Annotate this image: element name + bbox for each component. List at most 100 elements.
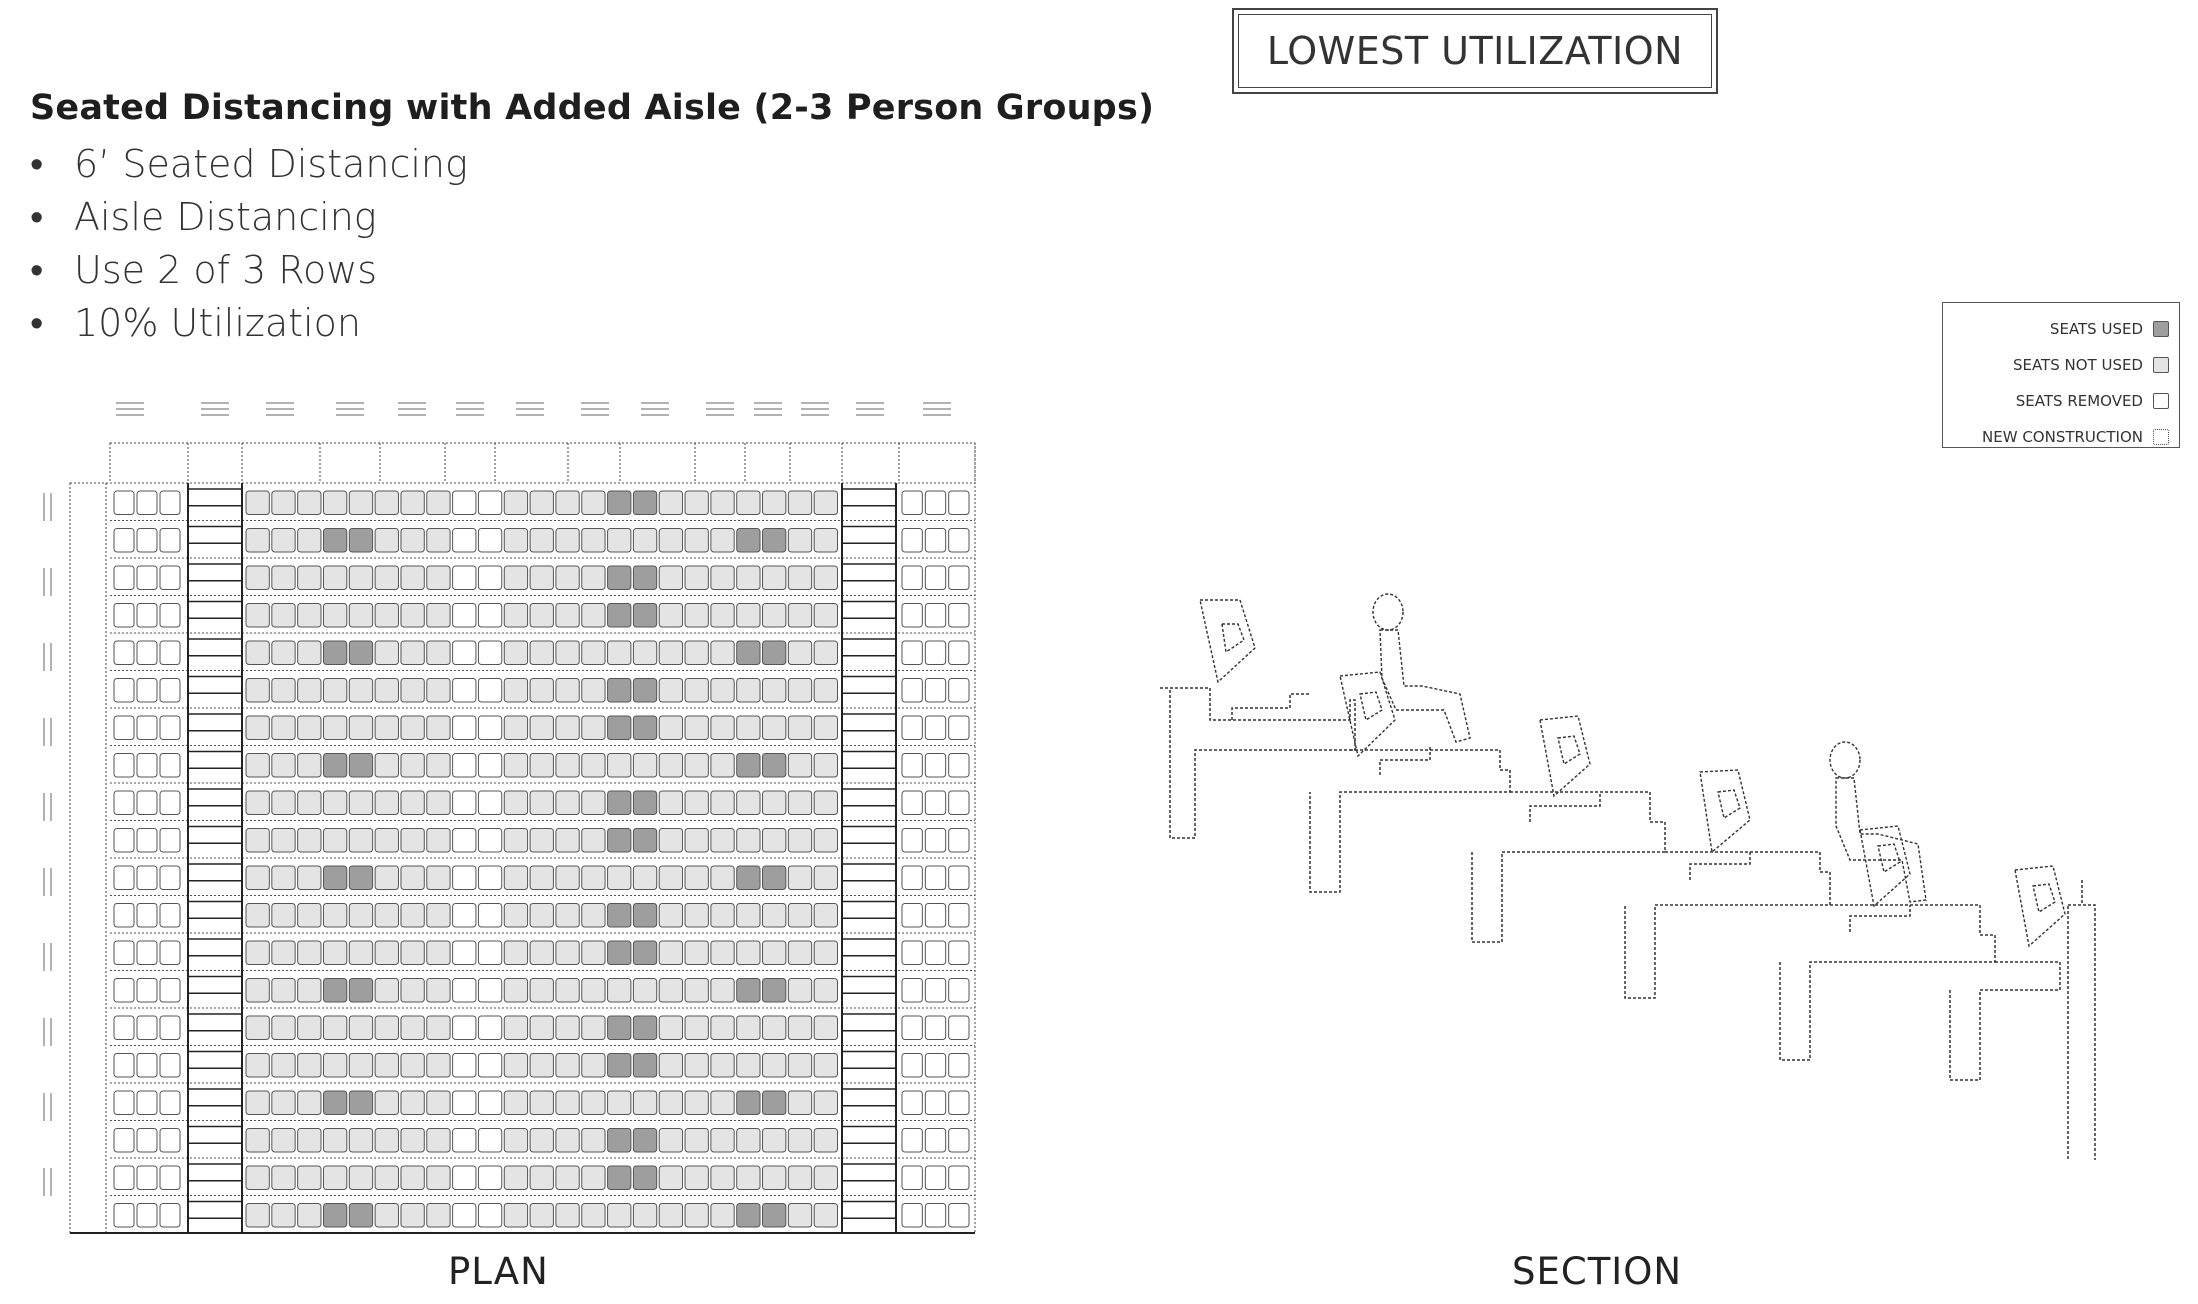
seat-not-used — [400, 940, 425, 965]
seat-not-used — [322, 940, 348, 965]
seat-not-used — [503, 715, 529, 740]
seat-not-used — [297, 678, 322, 703]
legend-item-new-construction: NEW CONSTRUCTION — [1943, 419, 2169, 455]
seat-not-used — [787, 865, 813, 890]
riser-structure — [1471, 791, 1666, 943]
seat-not-used — [503, 1015, 529, 1040]
seat-removed — [924, 1165, 947, 1190]
seat-removed — [159, 1128, 181, 1153]
seat-not-used — [736, 828, 761, 853]
seat-removed — [452, 1090, 477, 1115]
seat-not-used — [555, 1053, 580, 1078]
seat-removed — [477, 490, 503, 515]
seat-not-used — [581, 1090, 606, 1115]
seat-removed — [136, 1053, 158, 1078]
seat-used — [348, 978, 374, 1003]
seat-not-used — [813, 903, 838, 928]
seat-removed — [477, 640, 503, 665]
seat-not-used — [348, 1128, 374, 1153]
seat-not-used — [529, 565, 554, 590]
seat-removed — [452, 753, 477, 778]
seat-removed — [159, 603, 181, 628]
seat-not-used — [271, 828, 296, 853]
chair — [2014, 865, 2066, 948]
seat-not-used — [322, 603, 348, 628]
seat-used — [762, 753, 787, 778]
seat-not-used — [374, 753, 399, 778]
seat-not-used — [374, 1128, 399, 1153]
seat-removed — [136, 1203, 158, 1228]
seat-not-used — [787, 940, 813, 965]
seat-removed — [477, 753, 503, 778]
seat-not-used — [710, 490, 735, 515]
seat-not-used — [607, 865, 632, 890]
seat-not-used — [245, 640, 270, 665]
seat-removed — [159, 715, 181, 740]
seat-used — [322, 1090, 348, 1115]
seat-removed — [901, 828, 923, 853]
seat-not-used — [813, 565, 838, 590]
seat-removed — [159, 753, 181, 778]
seat-not-used — [322, 1128, 348, 1153]
seat-removed — [113, 1165, 135, 1190]
seat-not-used — [529, 528, 554, 553]
seat-not-used — [400, 715, 425, 740]
seat-used — [762, 978, 787, 1003]
seat-not-used — [503, 678, 529, 703]
seat-not-used — [581, 528, 606, 553]
utilization-badge: LOWEST UTILIZATION — [1232, 8, 1718, 94]
seat-not-used — [400, 1203, 425, 1228]
seat-removed — [901, 753, 923, 778]
seat-used — [322, 640, 348, 665]
seat-not-used — [374, 1015, 399, 1040]
seat-not-used — [684, 603, 709, 628]
seat-not-used — [762, 1165, 787, 1190]
seat-removed — [901, 1203, 923, 1228]
seat-removed — [901, 1128, 923, 1153]
seat-not-used — [658, 865, 684, 890]
seat-removed — [136, 753, 158, 778]
seat-not-used — [684, 1015, 709, 1040]
seat-removed — [948, 715, 970, 740]
seat-not-used — [322, 1053, 348, 1078]
seated-person — [1372, 593, 1471, 743]
seat-removed — [477, 1128, 503, 1153]
seat-not-used — [581, 828, 606, 853]
seat-removed — [113, 490, 135, 515]
seat-not-used — [529, 490, 554, 515]
seat-removed — [901, 903, 923, 928]
seat-removed — [477, 678, 503, 703]
seat-removed — [948, 790, 970, 815]
seat-not-used — [400, 1165, 425, 1190]
section-people — [1372, 593, 1927, 903]
seat-not-used — [762, 790, 787, 815]
seat-removed — [948, 1053, 970, 1078]
seat-not-used — [374, 940, 399, 965]
seat-removed — [113, 715, 135, 740]
seat-not-used — [348, 565, 374, 590]
seat-removed — [901, 528, 923, 553]
seat-used — [607, 1053, 632, 1078]
seat-removed — [113, 903, 135, 928]
chair-backrest — [1717, 789, 1741, 820]
seat-removed — [901, 565, 923, 590]
seat-not-used — [658, 640, 684, 665]
seat-not-used — [503, 490, 529, 515]
chair-backrest — [1359, 691, 1383, 722]
seat-not-used — [322, 678, 348, 703]
seat-not-used — [684, 678, 709, 703]
seat-used — [348, 1090, 374, 1115]
seat-not-used — [374, 1053, 399, 1078]
seat-not-used — [297, 1090, 322, 1115]
seat-used — [736, 528, 761, 553]
bullet-item: •Aisle Distancing — [30, 191, 468, 244]
seat-removed — [924, 565, 947, 590]
seat-not-used — [710, 978, 735, 1003]
seat-not-used — [710, 790, 735, 815]
seat-not-used — [529, 828, 554, 853]
seat-not-used — [271, 790, 296, 815]
seat-removed — [452, 528, 477, 553]
seat-used — [632, 490, 658, 515]
seat-not-used — [348, 940, 374, 965]
seat-not-used — [271, 865, 296, 890]
